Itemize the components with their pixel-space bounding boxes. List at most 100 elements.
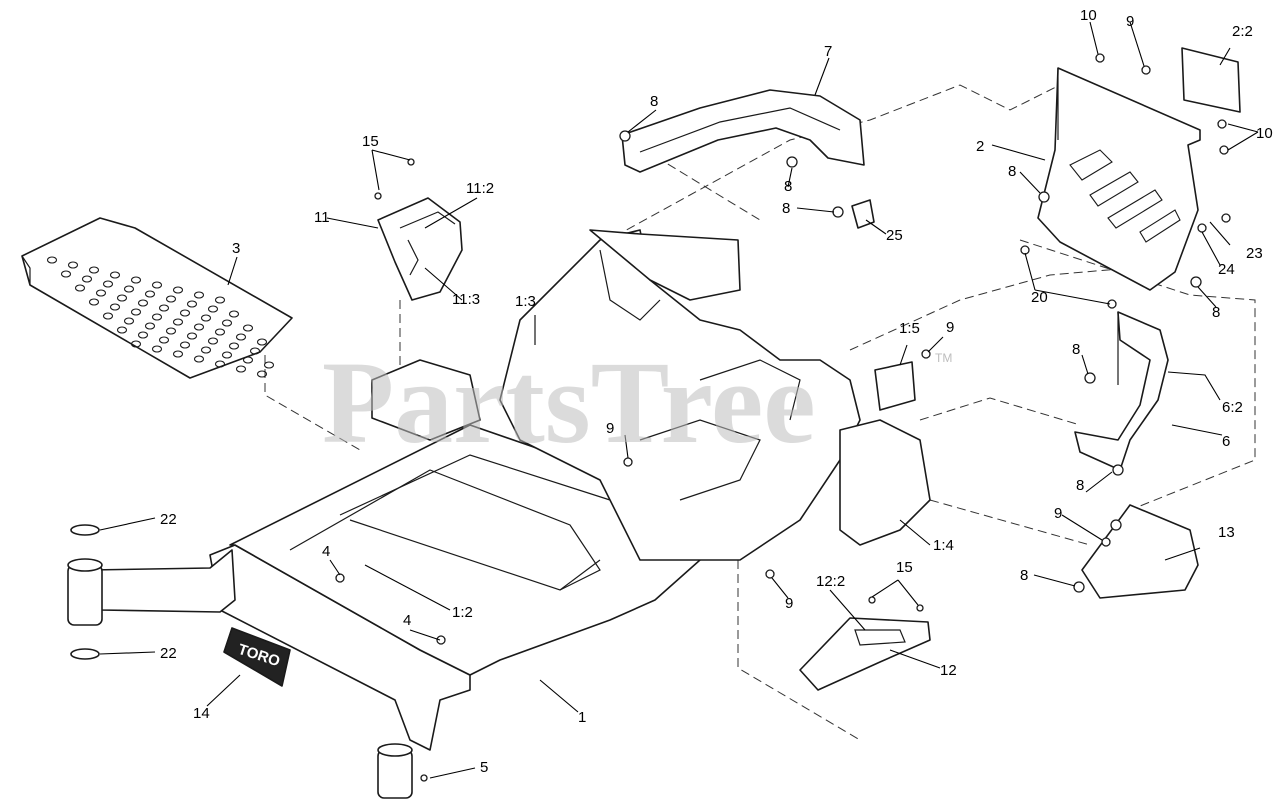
- perforation-hole: [193, 323, 205, 331]
- callout-8-d: 8: [1008, 163, 1016, 180]
- callout-10-b: 10: [1256, 125, 1273, 142]
- perforation-hole: [130, 308, 142, 316]
- callout-8-a: 8: [650, 93, 658, 110]
- perforation-hole: [158, 304, 170, 312]
- perforation-hole: [242, 324, 254, 332]
- perforation-hole: [207, 305, 219, 313]
- perforation-hole: [263, 361, 275, 369]
- hardware: [335, 53, 1231, 782]
- perforation-hole: [109, 271, 121, 279]
- callout-8-e: 8: [1212, 304, 1220, 321]
- callout-4-a: 4: [322, 543, 330, 560]
- part-3-floor-plate: [21, 217, 293, 379]
- perforation-hole: [214, 296, 226, 304]
- part-2-rear-plate: [1037, 67, 1201, 291]
- callout-1-5: 1:5: [899, 320, 920, 337]
- perforation-hole: [235, 365, 247, 373]
- perforation-hole: [200, 314, 212, 322]
- perforation-hole: [158, 336, 170, 344]
- callout-1: 1: [578, 709, 586, 726]
- perforation-hole: [214, 360, 226, 368]
- callout-8-h: 8: [1020, 567, 1028, 584]
- perforation-hole: [179, 341, 191, 349]
- callout-24: 24: [1218, 261, 1235, 278]
- perforation-hole: [81, 275, 93, 283]
- callout-9-b: 9: [946, 319, 954, 336]
- perforation-hole: [116, 326, 128, 334]
- perforation-hole: [207, 337, 219, 345]
- perforation-hole: [172, 286, 184, 294]
- callout-5: 5: [480, 759, 488, 776]
- perforation-hole: [95, 289, 107, 297]
- callout-7: 7: [824, 43, 832, 60]
- perforation-hole: [221, 319, 233, 327]
- perforation-hole: [193, 291, 205, 299]
- perforation-hole: [228, 310, 240, 318]
- perforation-hole: [151, 281, 163, 289]
- perforation-hole: [151, 345, 163, 353]
- callout-15-a: 15: [362, 133, 379, 150]
- perforation-hole: [172, 318, 184, 326]
- perforation-hole: [179, 309, 191, 317]
- callout-6: 6: [1222, 433, 1230, 450]
- callout-8-f: 8: [1072, 341, 1080, 358]
- perforation-hole: [102, 280, 114, 288]
- callout-1-4: 1:4: [933, 537, 954, 554]
- callout-2: 2: [976, 138, 984, 155]
- perforation-hole: [109, 303, 121, 311]
- callout-9-a: 9: [1126, 13, 1134, 30]
- watermark-trademark: TM: [935, 351, 952, 365]
- perforation-hole: [186, 300, 198, 308]
- perforation-hole: [193, 355, 205, 363]
- perforation-hole: [116, 294, 128, 302]
- perforation-hole: [144, 322, 156, 330]
- perforation-hole: [60, 270, 72, 278]
- callout-9-d: 9: [1054, 505, 1062, 522]
- perforation-hole: [214, 328, 226, 336]
- callout-1-2: 1:2: [452, 604, 473, 621]
- part-25-bumper: [851, 199, 875, 229]
- callout-8-c: 8: [782, 200, 790, 217]
- perforation-hole: [165, 295, 177, 303]
- part-11-bracket: [377, 197, 463, 301]
- perforation-hole: [235, 333, 247, 341]
- perforation-hole: [88, 298, 100, 306]
- perforation-hole: [144, 290, 156, 298]
- perforation-hole: [186, 332, 198, 340]
- perforation-hole: [74, 284, 86, 292]
- perforation-hole: [130, 276, 142, 284]
- watermark-text: PartsTree: [322, 337, 816, 468]
- callout-12-2: 12:2: [816, 573, 845, 590]
- callout-12: 12: [940, 662, 957, 679]
- perforation-hole: [46, 256, 58, 264]
- callout-8-g: 8: [1076, 477, 1084, 494]
- callout-25: 25: [886, 227, 903, 244]
- perforation-hole: [200, 346, 212, 354]
- callout-1-3: 1:3: [515, 293, 536, 310]
- callout-11-3: 11:3: [452, 291, 480, 308]
- callout-14: 14: [193, 705, 210, 722]
- part-12-plate: [799, 617, 931, 691]
- perforation-hole: [165, 327, 177, 335]
- callout-22-a: 22: [160, 511, 177, 528]
- callout-8-b: 8: [784, 178, 792, 195]
- front-caster-assembly: [67, 524, 413, 799]
- callout-6-2: 6:2: [1222, 399, 1243, 416]
- perforation-hole: [256, 338, 268, 346]
- leader-lines: [99, 21, 1259, 779]
- perforation-hole: [88, 266, 100, 274]
- part-1-main-frame: [209, 229, 931, 751]
- perforation-hole: [137, 299, 149, 307]
- callout-labels: 1 1:2 1:3 1:4 1:5 2 2:2 3 4 4 5 6 6:2 7 …: [160, 7, 1273, 776]
- callout-4-b: 4: [403, 612, 411, 629]
- callout-11-2: 11:2: [466, 180, 494, 197]
- perforation-hole: [256, 370, 268, 378]
- perforation-hole: [172, 350, 184, 358]
- callout-9-c: 9: [606, 420, 614, 437]
- callout-15-b: 15: [896, 559, 913, 576]
- perforation-hole: [123, 285, 135, 293]
- part-6-fender-right: [1074, 311, 1169, 471]
- callout-13: 13: [1218, 524, 1235, 541]
- callout-22-b: 22: [160, 645, 177, 662]
